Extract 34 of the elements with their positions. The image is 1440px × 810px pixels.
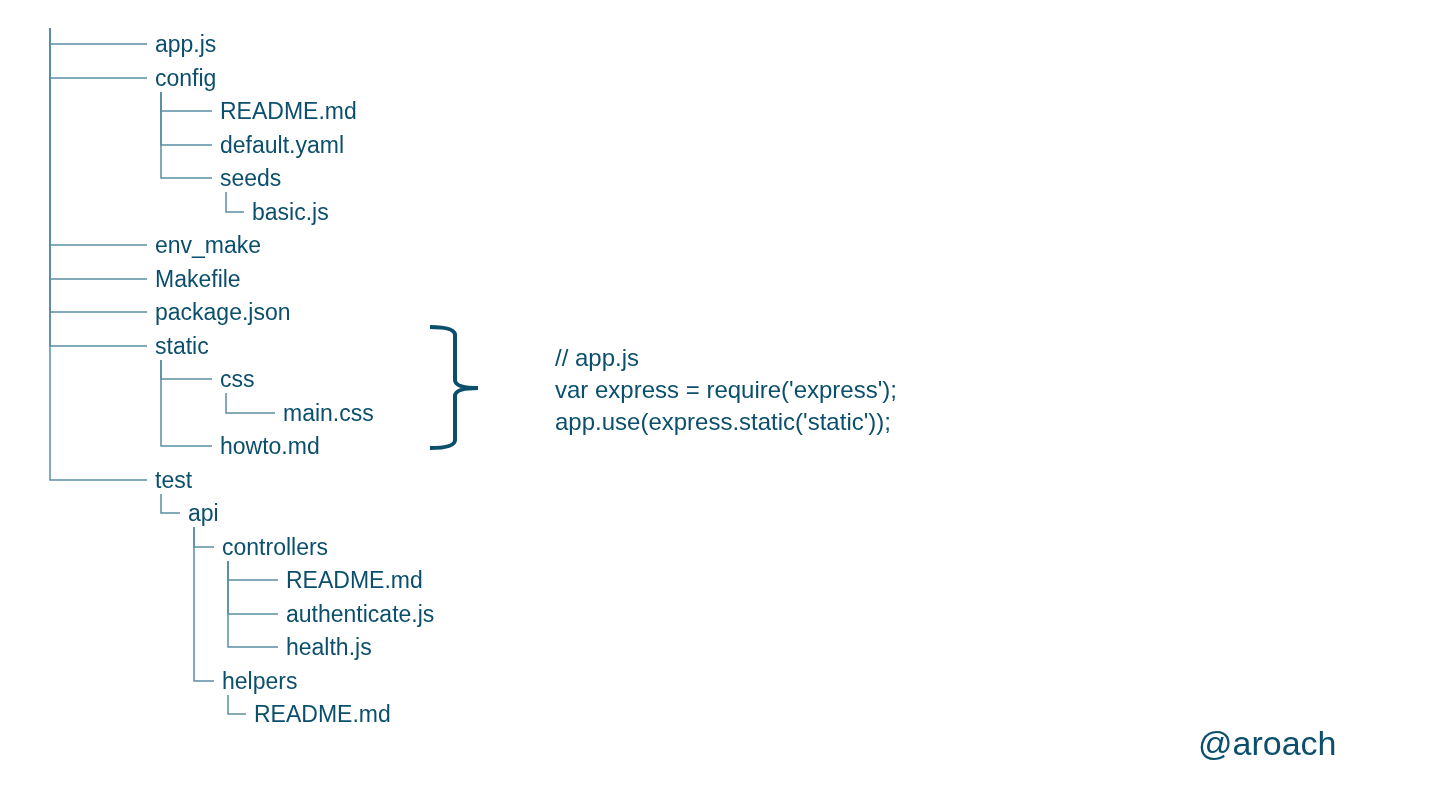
tree-connector bbox=[160, 493, 181, 514]
file-name: config bbox=[155, 63, 217, 92]
author-handle: @aroach bbox=[1198, 723, 1337, 764]
file-name: helpers bbox=[222, 666, 298, 695]
code-line: var express = require('express'); bbox=[555, 375, 897, 405]
file-name: api bbox=[188, 499, 219, 527]
code-line: // app.js bbox=[555, 343, 640, 373]
file-name: seeds bbox=[220, 164, 282, 192]
tree-connector bbox=[227, 560, 279, 648]
file-name: Makefile bbox=[155, 264, 241, 293]
file-name: package.json bbox=[155, 298, 291, 326]
file-name: main.css bbox=[283, 398, 374, 427]
tree-connector bbox=[225, 191, 245, 213]
file-name: health.js bbox=[286, 633, 372, 661]
tree-connector bbox=[49, 27, 148, 481]
file-name: README.md bbox=[286, 566, 423, 594]
file-name: env_make bbox=[155, 231, 262, 259]
code-line: app.use(express.static('static')); bbox=[555, 407, 891, 437]
file-name: README.md bbox=[220, 97, 357, 125]
file-name: README.md bbox=[254, 700, 391, 728]
file-name: controllers bbox=[222, 532, 329, 561]
file-name: default.yaml bbox=[220, 130, 344, 159]
file-name: static bbox=[155, 331, 209, 360]
file-name: howto.md bbox=[220, 432, 320, 460]
tree-connector bbox=[193, 526, 215, 682]
tree-connector bbox=[160, 359, 213, 447]
file-name: css bbox=[220, 365, 255, 393]
tree-connector bbox=[227, 694, 247, 715]
tree-connector bbox=[160, 91, 213, 179]
tree-connector bbox=[225, 392, 276, 414]
file-name: app.js bbox=[155, 30, 217, 58]
file-name: test bbox=[155, 465, 193, 494]
file-name: basic.js bbox=[252, 197, 329, 226]
file-name: authenticate.js bbox=[286, 599, 435, 628]
